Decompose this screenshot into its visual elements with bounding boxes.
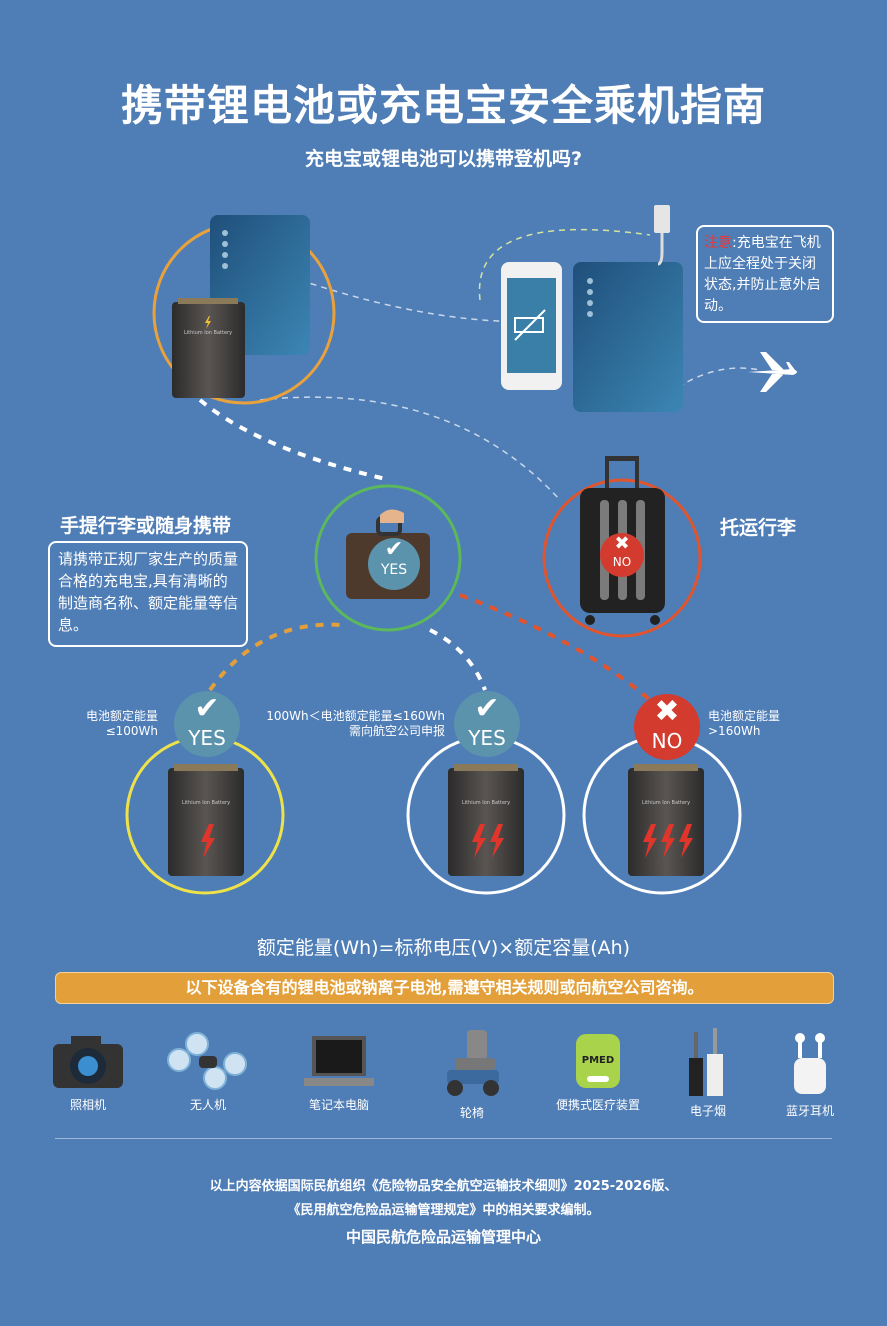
page-title: 携带锂电池或充电宝安全乘机指南: [120, 81, 766, 130]
checked-luggage-title: 托运行李: [720, 517, 797, 539]
green-circle: [314, 484, 462, 632]
device-wheelchair: 轮椅: [417, 1030, 527, 1121]
usb-cable-icon: [657, 232, 664, 266]
device-camera: 照相机: [33, 1030, 143, 1113]
battery-icon: Lithium Ion Battery: [628, 764, 704, 876]
devices-banner: 以下设备含有的锂电池或钠离子电池,需遵守相关规则或向航空公司咨询。: [55, 972, 834, 1004]
connector-line: [478, 228, 651, 301]
red-circle: [542, 478, 702, 638]
svg-text:Lithium Ion Battery: Lithium Ion Battery: [462, 800, 510, 806]
device-e-cigarette: 电子烟: [653, 1028, 763, 1119]
device-laptop: 笔记本电脑: [284, 1030, 394, 1113]
svg-text:Lithium Ion Battery: Lithium Ion Battery: [642, 800, 690, 806]
hand-icon: [380, 509, 404, 523]
tier-label: 电池额定能量≤100Wh: [85, 709, 158, 738]
lightning-bolt-icon: [643, 824, 657, 858]
battery-icon: Lithium Ion Battery: [168, 764, 244, 876]
connector-line: [459, 593, 652, 702]
camera-icon: [53, 1036, 123, 1088]
carry-on-note: 请携带正规厂家生产的质量合格的充电宝,具有清晰的制造商名称、额定能量等信息。: [48, 541, 248, 647]
lightning-bolt-icon: [490, 824, 504, 858]
e-cigarette-icon: [689, 1028, 723, 1096]
footer-source-line1: 以上内容依据国际民航组织《危险物品安全航空运输技术细则》2025-2026版、: [209, 1179, 678, 1194]
battery-icon: [172, 302, 245, 398]
tier-label: 电池额定能量>160Wh: [708, 709, 781, 738]
lightning-bolt-icon: [201, 824, 215, 858]
device-earbuds: 蓝牙耳机: [755, 1030, 865, 1119]
no-badge: ✖NO: [634, 694, 700, 760]
cross-icon: ✖: [654, 694, 680, 729]
cross-icon: ✖: [614, 533, 630, 554]
carry-on-title: 手提行李或随身携带: [60, 515, 232, 537]
no-badge: ✖ NO: [600, 533, 644, 577]
wheelchair-icon: [447, 1030, 499, 1096]
laptop-icon: [304, 1036, 374, 1086]
lightning-bolt-icon: [661, 824, 675, 858]
page-subtitle: 充电宝或锂电池可以携带登机吗?: [304, 148, 583, 170]
device-medical: PMED 便携式医疗装置: [543, 1030, 653, 1113]
yes-badge: ✔YES: [454, 691, 520, 757]
footer-organization: 中国民航危险品运输管理中心: [345, 1228, 541, 1246]
svg-text:Lithium Ion Battery: Lithium Ion Battery: [184, 330, 232, 336]
energy-formula: 额定能量(Wh)=标称电压(V)×额定容量(Ah): [256, 937, 631, 959]
connector-line: [429, 628, 487, 691]
svg-text:Lithium Ion Battery: Lithium Ion Battery: [182, 800, 230, 806]
yes-badge: ✔YES: [174, 691, 240, 757]
airplane-icon: [748, 352, 797, 392]
check-icon: ✔: [474, 691, 500, 726]
power-bank-icon: [573, 262, 683, 412]
check-icon: ✔: [194, 691, 220, 726]
connector-line: [259, 396, 561, 501]
medical-device-icon: PMED: [576, 1034, 620, 1088]
battery-icon: Lithium Ion Battery: [448, 764, 524, 876]
svg-text:PMED: PMED: [582, 1055, 614, 1066]
device-drone: 无人机: [153, 1030, 263, 1113]
yes-badge: ✔ YES: [368, 538, 420, 590]
check-icon: ✔: [384, 537, 404, 562]
lightning-bolt-icon: [472, 824, 486, 858]
footer-source-line2: 《民用航空危险品运输管理规定》中的相关要求编制。: [287, 1203, 600, 1218]
lightning-bolt-icon: [679, 824, 693, 858]
note-box: 注意:充电宝在飞机上应全程处于关闭状态,并防止意外启动。: [696, 225, 834, 323]
earbuds-icon: [794, 1033, 826, 1094]
divider: [55, 1138, 832, 1139]
connector-line: [208, 622, 341, 692]
connector-line: [198, 398, 391, 482]
drone-icon: [167, 1032, 247, 1090]
